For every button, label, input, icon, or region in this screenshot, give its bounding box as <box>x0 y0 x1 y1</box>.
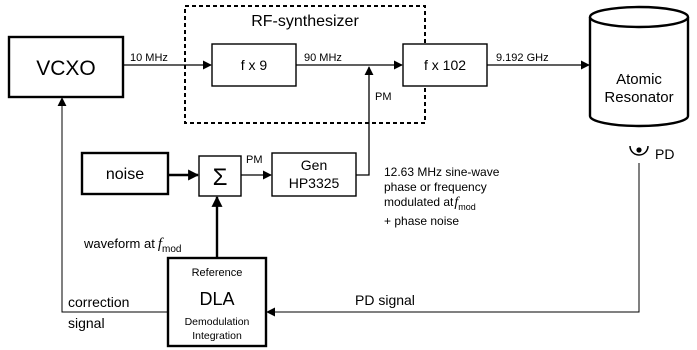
resonator-label-2: Resonator <box>604 89 673 106</box>
dla-integration-label: Integration <box>192 330 242 342</box>
sum-symbol: Σ <box>213 164 228 191</box>
dla-reference-label: Reference <box>192 267 243 279</box>
label-90mhz: 90 MHz <box>304 52 342 64</box>
gen-note-line-4: + phase noise <box>384 214 459 228</box>
gen-note-line-1: 12.63 MHz sine-wave <box>384 165 500 179</box>
atomic-resonator <box>588 5 690 128</box>
fx9-label: f x 9 <box>241 57 268 73</box>
vcxo-block <box>7 35 125 99</box>
dla-demodulation-label: Demodulation <box>185 316 250 328</box>
gen-note-line-2: phase or frequency <box>384 180 487 194</box>
gen-note-line-3: modulated atfmod <box>384 195 476 212</box>
label-correction: correction <box>68 294 129 310</box>
sum-block <box>198 155 242 197</box>
label-pd-signal: PD signal <box>355 292 415 308</box>
label-10mhz: 10 MHz <box>130 52 168 64</box>
resonator-label-1: Atomic <box>616 71 662 88</box>
wire-dla-to-vcxo <box>57 97 168 313</box>
noise-block <box>80 151 170 196</box>
fx9-block <box>211 43 297 87</box>
gen-block <box>271 152 357 197</box>
gen-label-2: HP3325 <box>289 175 340 191</box>
rf-synthesizer-frame <box>184 5 426 124</box>
label-9192ghz: 9.192 GHz <box>496 52 549 64</box>
wire-gen-pm-to-mixer <box>356 66 374 176</box>
label-pd: PD <box>655 146 674 162</box>
rf-synthesizer-title: RF-synthesizer <box>251 13 359 30</box>
gen-label-1: Gen <box>301 157 327 173</box>
dla-label: DLA <box>199 289 234 309</box>
vcxo-label: VCXO <box>36 57 96 80</box>
photodiode-icon <box>629 145 649 156</box>
fx102-block <box>402 43 488 87</box>
label-pm-vertical: PM <box>375 91 392 103</box>
label-pm-horizontal: PM <box>246 154 263 166</box>
wire-pd-to-dla <box>266 163 640 317</box>
label-signal: signal <box>68 315 105 331</box>
fx102-label: f x 102 <box>424 57 466 73</box>
noise-label: noise <box>106 166 144 183</box>
